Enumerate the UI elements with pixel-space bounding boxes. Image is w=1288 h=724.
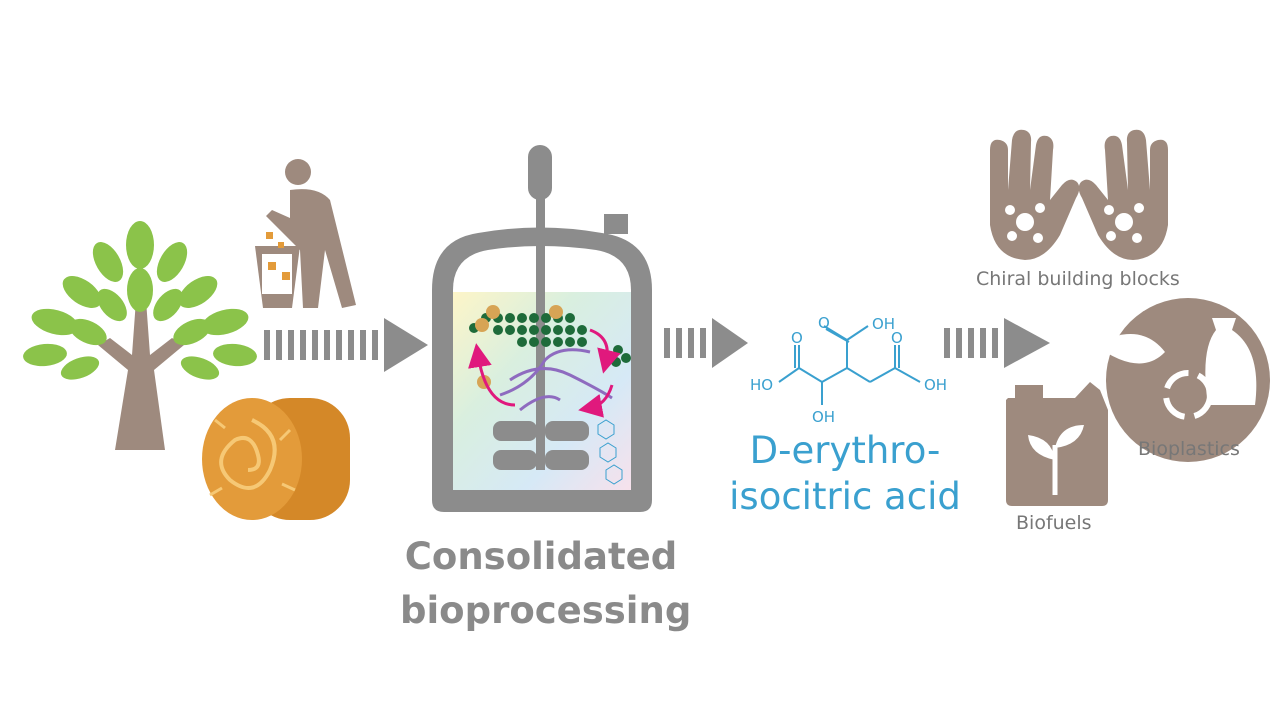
product-name-line1: D-erythro- (749, 429, 941, 472)
chem-label: HO (750, 376, 773, 394)
chem-label: OH (924, 376, 947, 394)
recycle-bottle-leaf-icon (1095, 298, 1270, 462)
hands-with-molecule-icon (990, 129, 1168, 260)
application-label-bioplastics: Bioplastics (1138, 438, 1240, 460)
application-label-chiral: Chiral building blocks (976, 268, 1180, 290)
jerrycan-plant-icon (1006, 382, 1108, 506)
product-name-line2: isocitric acid (729, 475, 961, 518)
bioreactor-icon (432, 145, 652, 512)
process-title-line2: bioprocessing (400, 589, 692, 632)
chem-label: OH (812, 408, 835, 426)
person-disposing-waste-icon (255, 159, 356, 308)
isocitric-acid-structure: OH O O HO O OH OH (750, 314, 947, 426)
arrow-right-icon (264, 318, 428, 372)
chem-label: OH (872, 315, 895, 333)
enzyme-icon (475, 305, 563, 389)
chem-label: O (891, 329, 903, 347)
application-label-biofuels: Biofuels (1016, 512, 1092, 534)
hay-bale-icon (202, 398, 350, 520)
chem-label: O (818, 314, 830, 332)
chem-label: O (791, 329, 803, 347)
tree-icon (23, 221, 257, 450)
arrow-right-icon (944, 318, 1050, 368)
arrow-right-icon (664, 318, 748, 368)
process-title-line1: Consolidated (404, 535, 678, 578)
